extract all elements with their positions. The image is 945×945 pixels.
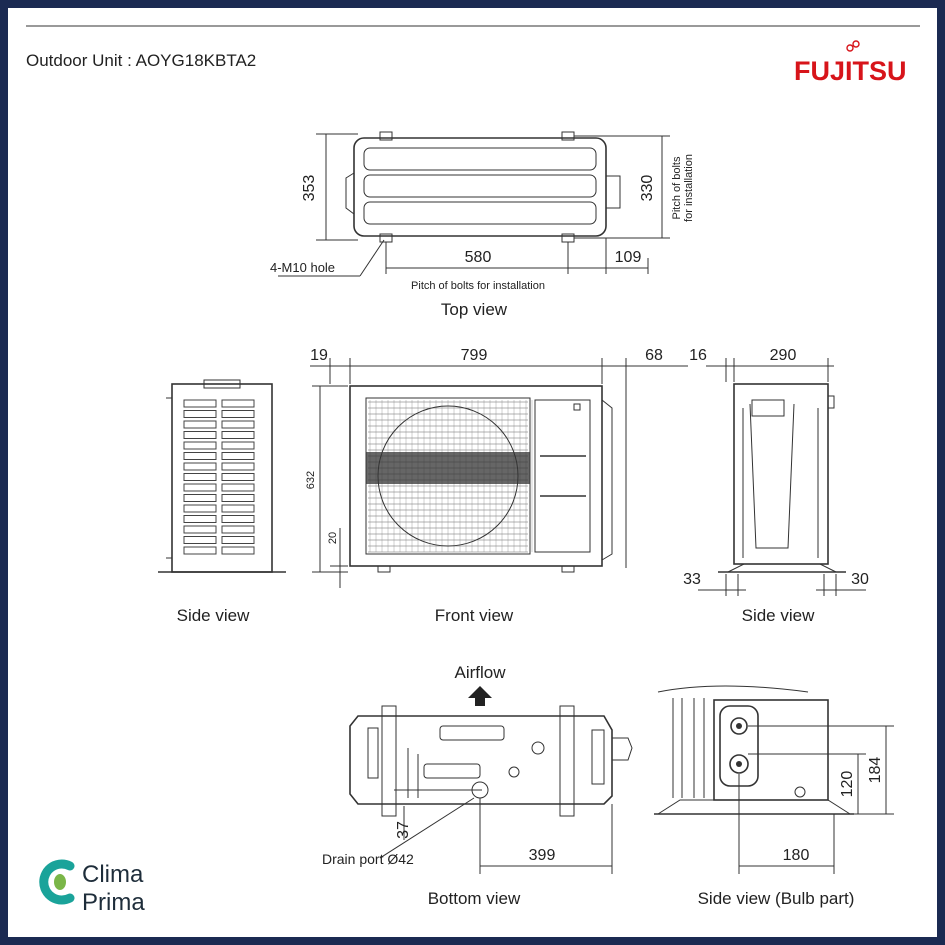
- grille-slot: [221, 515, 255, 523]
- airflow-arrow-icon: [468, 686, 492, 706]
- grille-slot: [221, 431, 255, 439]
- grille-slot: [183, 473, 217, 481]
- dim-19: 19: [310, 347, 328, 364]
- front-view-caption: Front view: [435, 606, 514, 625]
- infinity-mark-icon: [846, 44, 854, 52]
- grille-slot: [221, 483, 255, 492]
- fujitsu-logo: FUJITSU: [794, 40, 907, 86]
- dim-399: 399: [529, 847, 556, 864]
- grille-slot: [183, 452, 217, 460]
- dim-184: 184: [867, 757, 884, 784]
- drawing-sheet: Outdoor Unit : AOYG18KBTA2 FUJITSU 353 3…: [8, 8, 937, 937]
- airflow-label: Airflow: [454, 663, 506, 682]
- bulb-part-body: [713, 699, 829, 801]
- side-view-left: Side view: [158, 379, 286, 625]
- bolt-pitch-label-line2: for installation: [683, 154, 695, 222]
- grille-slot: [183, 431, 217, 439]
- grille-slot: [221, 452, 255, 460]
- grille-slot: [221, 420, 255, 429]
- grille-slot: [183, 525, 217, 534]
- dim-20: 20: [327, 532, 339, 544]
- dim-180: 180: [783, 847, 810, 864]
- top-view-caption: Top view: [441, 300, 508, 319]
- technical-drawing: Outdoor Unit : AOYG18KBTA2 FUJITSU 353 3…: [26, 25, 920, 916]
- clima-prima-logo: Clima Prima: [39, 859, 145, 916]
- leaf-icon: [54, 874, 66, 890]
- service-panel: [534, 399, 591, 553]
- grille-slot: [183, 546, 217, 555]
- logo-line2: Prima: [82, 889, 145, 916]
- side-view-right-body: [733, 383, 829, 565]
- logo-line1: Clima: [82, 861, 144, 888]
- grille-slot: [183, 410, 217, 418]
- clima-prima-c-icon: [39, 859, 75, 905]
- drain-port-label: Drain port Ø42: [322, 851, 414, 867]
- page-title: Outdoor Unit : AOYG18KBTA2: [26, 51, 256, 70]
- grille-slot: [183, 504, 217, 513]
- dim-330: 330: [639, 175, 656, 202]
- bulb-part-caption: Side view (Bulb part): [698, 889, 855, 908]
- side-view-left-grille: [183, 399, 255, 555]
- grille-slot: [183, 420, 217, 429]
- dim-109: 109: [615, 249, 642, 266]
- grille-slot: [183, 441, 217, 450]
- dim-353: 353: [301, 175, 318, 202]
- valve-lower-icon: [729, 754, 749, 774]
- grille-slot: [183, 399, 217, 408]
- hole-label: 4-M10 hole: [270, 260, 335, 275]
- side-view-right: 16 290 33 30 Side view: [683, 347, 869, 625]
- top-view-body: [353, 137, 607, 237]
- bottom-view-caption: Bottom view: [428, 889, 521, 908]
- brand-name: FUJITSU: [794, 56, 907, 86]
- side-view-left-caption: Side view: [177, 606, 250, 625]
- front-view: 19 799 68 632 20 Front view: [305, 347, 688, 625]
- top-view: 353 330 Pitch of bolts for installation …: [270, 131, 695, 319]
- bolt-pitch-label-line1: Pitch of bolts: [671, 156, 683, 219]
- grille-slot: [183, 515, 217, 523]
- dim-30: 30: [851, 571, 869, 588]
- grille-slot: [221, 504, 255, 513]
- grille-slot: [221, 410, 255, 418]
- bulb-part-view: 120 184 180 Side view (Bulb part): [654, 685, 894, 908]
- grille-slot: [221, 536, 255, 544]
- grille-slot: [183, 462, 217, 471]
- bolt-pitch-horizontal-label: Pitch of bolts for installation: [411, 280, 545, 292]
- grille-slot: [183, 494, 217, 502]
- grille-slot: [183, 483, 217, 492]
- grille-slot: [183, 536, 217, 544]
- dim-16: 16: [689, 347, 707, 364]
- dim-120: 120: [839, 771, 856, 798]
- grille-slot: [221, 399, 255, 408]
- dim-632: 632: [305, 471, 317, 489]
- grille-slot: [221, 525, 255, 534]
- dim-580: 580: [465, 249, 492, 266]
- front-view-body: [349, 385, 603, 567]
- grille-slot: [221, 546, 255, 555]
- grille-slot: [221, 462, 255, 471]
- bottom-view: Airflow Drain port Ø42 37 399 Bottom vie…: [322, 663, 633, 908]
- grille-slot: [221, 473, 255, 481]
- dim-33: 33: [683, 571, 701, 588]
- dim-37: 37: [395, 821, 412, 839]
- valve-upper-icon: [730, 717, 748, 735]
- dim-799: 799: [461, 347, 488, 364]
- dim-290: 290: [770, 347, 797, 364]
- grille-slot: [221, 441, 255, 450]
- dim-68: 68: [645, 347, 663, 364]
- grille-slot: [221, 494, 255, 502]
- bottom-view-body: [349, 715, 613, 805]
- side-view-right-caption: Side view: [742, 606, 815, 625]
